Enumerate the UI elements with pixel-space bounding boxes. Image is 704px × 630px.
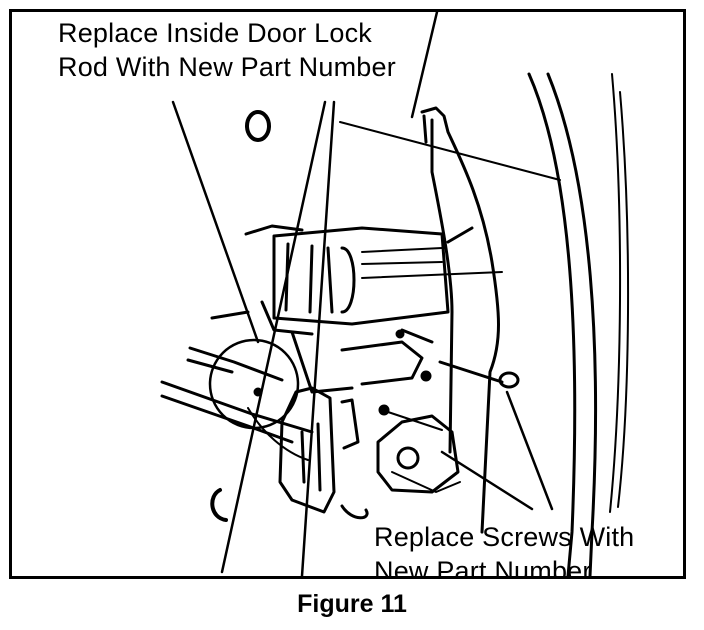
callout-lock-rod-line2: Rod With New Part Number [58,52,396,82]
figure-frame: Replace Inside Door Lock Rod With New Pa… [9,9,686,579]
leader-lines-bottom [440,390,554,511]
screws [378,329,520,431]
rod-clip-detail-circle [208,338,300,430]
door-panel-bracket [420,106,500,534]
latch-assembly [247,386,460,520]
inside-lock-rod [160,346,314,444]
mounting-hole [245,110,271,142]
figure-caption: Figure 11 [297,590,407,618]
door-frame-edge [527,72,630,576]
leader-lines-top [171,12,561,576]
callout-screws-line1: Replace Screws With [374,522,635,552]
callout-screws: Replace Screws With New Part Number [374,520,635,579]
callout-lock-rod: Replace Inside Door Lock Rod With New Pa… [58,16,396,84]
callout-screws-line2: New Part Number [374,556,592,579]
lock-actuator [210,224,503,394]
callout-lock-rod-line1: Replace Inside Door Lock [58,18,372,48]
door-lock-diagram [160,12,630,576]
